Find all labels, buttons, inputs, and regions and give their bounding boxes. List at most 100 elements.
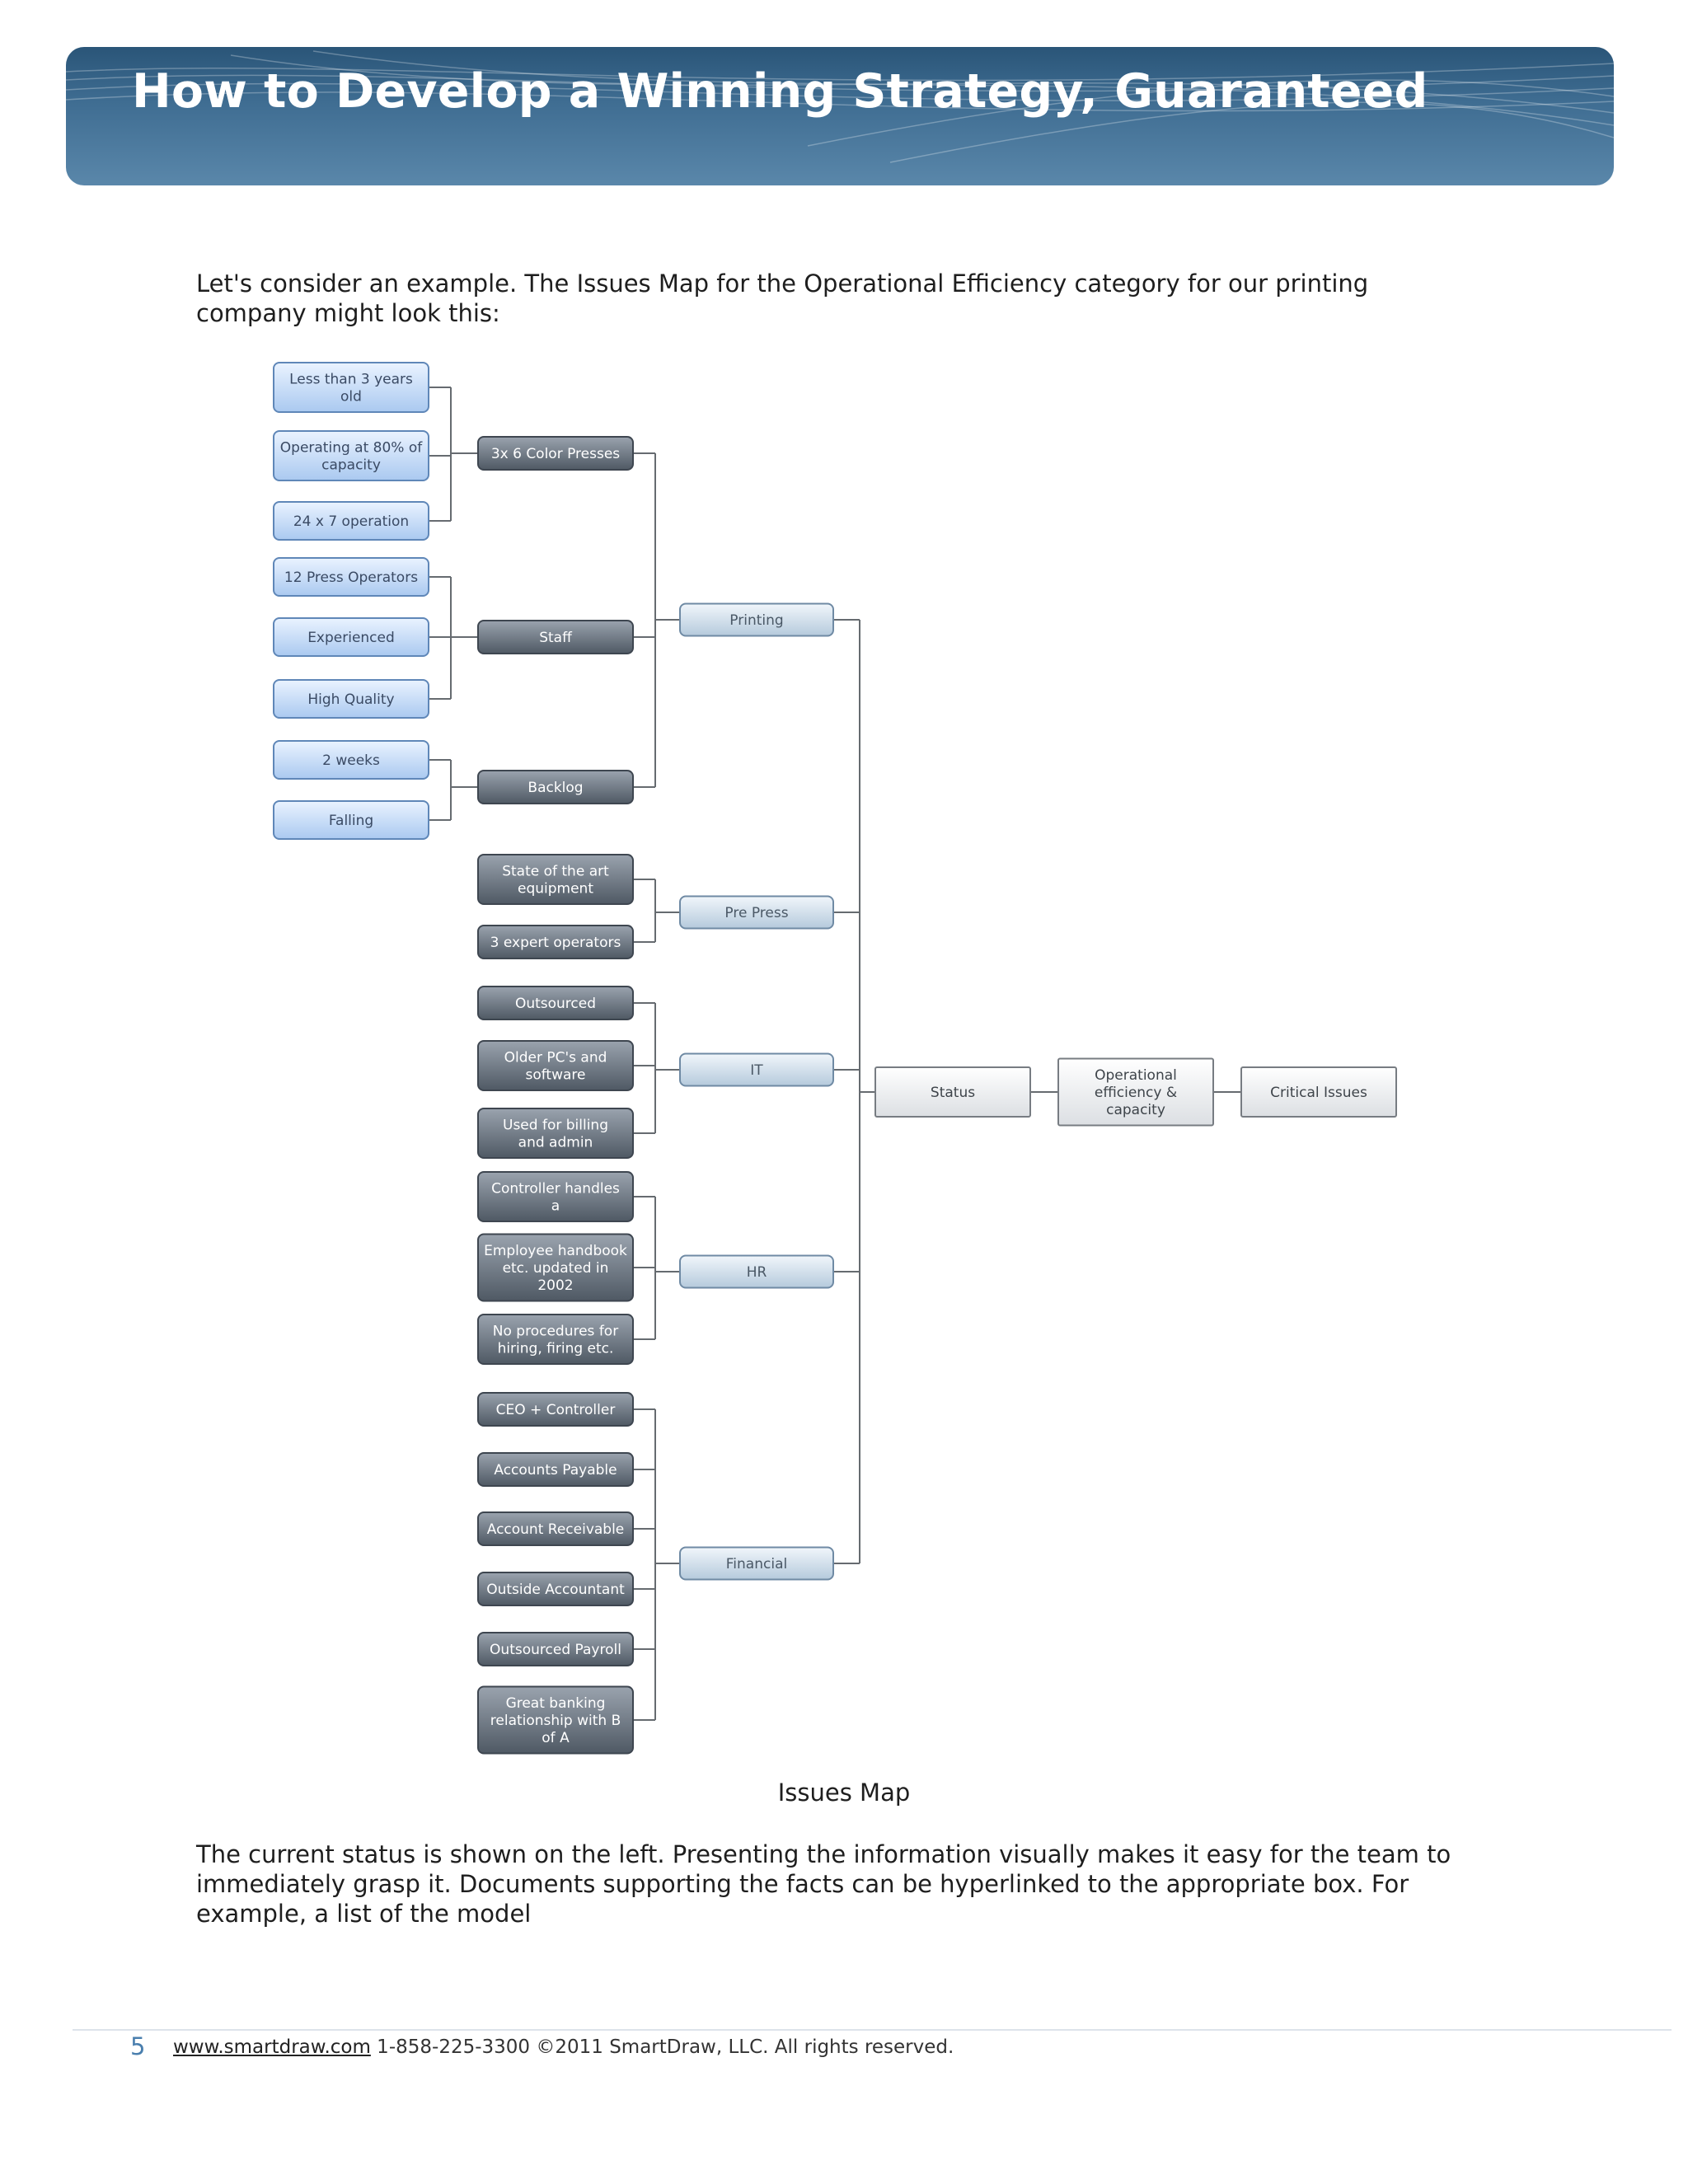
connector-status: [833, 619, 875, 1564]
item-outside-accountant-label: Outside Accountant: [486, 1582, 625, 1598]
area-hr: HR: [679, 1254, 834, 1289]
footer-copyright: 1-858-225-3300 ©2011 SmartDraw, LLC. All…: [370, 2036, 954, 2058]
subtopic-staff: Staff: [477, 620, 634, 654]
connector-backlog: [429, 759, 478, 821]
item-great-banking-relationship-with-b-of-a-box: [477, 1685, 634, 1755]
detail-2-weeks-label: 2 weeks: [322, 752, 380, 769]
area-hr-box: [679, 1254, 834, 1289]
detail-less-than-3-years-old-box: [273, 362, 429, 413]
detail-experienced: Experienced: [273, 617, 429, 657]
item-ceo-controller: CEO + Controller: [477, 1392, 634, 1427]
item-accounts-payable-label: Accounts Payable: [494, 1462, 617, 1479]
item-3-expert-operators-label: 3 expert operators: [490, 935, 621, 951]
area-it-label: IT: [750, 1062, 763, 1079]
subtopic-3x-6-color-presses-box: [477, 436, 634, 471]
item-3-expert-operators: 3 expert operators: [477, 925, 634, 959]
item-older-pc-s-and-software-box: [477, 1040, 634, 1091]
detail-falling: Falling: [273, 800, 429, 840]
connector-financial: [633, 1408, 680, 1721]
item-used-for-billing-and-admin-box: [477, 1108, 634, 1159]
detail-falling-box: [273, 800, 429, 840]
area-printing-label: Printing: [729, 612, 783, 629]
item-outsourced-payroll: Outsourced Payroll: [477, 1632, 634, 1666]
item-no-procedures-for-hiring-firing-etc-box: [477, 1314, 634, 1365]
detail-experienced-label: Experienced: [307, 630, 395, 646]
item-account-receivable: Account Receivable: [477, 1511, 634, 1546]
area-pre-press-label: Pre Press: [724, 905, 788, 921]
detail-24-x-7-operation-label: 24 x 7 operation: [293, 513, 409, 530]
footer-divider: [73, 2029, 1672, 2031]
item-outsourced-box: [477, 986, 634, 1020]
critical-issues-node-box: [1240, 1066, 1397, 1118]
subtopic-3x-6-color-presses: 3x 6 Color Presses: [477, 436, 634, 471]
detail-2-weeks: 2 weeks: [273, 740, 429, 780]
area-printing: Printing: [679, 602, 834, 637]
subtopic-backlog: Backlog: [477, 770, 634, 804]
subtopic-staff-box: [477, 620, 634, 654]
item-controller-handles-a-box: [477, 1171, 634, 1222]
detail-falling-label: Falling: [329, 813, 373, 829]
subtopic-3x-6-color-presses-label: 3x 6 Color Presses: [491, 446, 620, 462]
item-accounts-payable-box: [477, 1452, 634, 1487]
header-banner: [66, 47, 1614, 185]
item-outside-accountant-box: [477, 1572, 634, 1606]
detail-high-quality: High Quality: [273, 679, 429, 719]
item-employee-handbook-etc-updated-in-2002-box: [477, 1233, 634, 1302]
detail-24-x-7-operation: 24 x 7 operation: [273, 501, 429, 541]
detail-12-press-operators-box: [273, 557, 429, 597]
status-node-box: [874, 1066, 1031, 1118]
item-outsourced-payroll-label: Outsourced Payroll: [490, 1642, 621, 1658]
subtopic-backlog-box: [477, 770, 634, 804]
subtopic-staff-label: Staff: [539, 630, 573, 646]
area-hr-label: HR: [747, 1264, 767, 1281]
item-outsourced: Outsourced: [477, 986, 634, 1020]
item-outside-accountant: Outside Accountant: [477, 1572, 634, 1606]
detail-operating-at-80-of-capacity-box: [273, 430, 429, 481]
detail-high-quality-label: High Quality: [307, 691, 394, 708]
status-node: Status: [874, 1066, 1031, 1118]
page-title: How to Develop a Winning Strategy, Guara…: [132, 64, 1428, 119]
footer-text: www.smartdraw.com 1-858-225-3300 ©2011 S…: [173, 2036, 954, 2058]
website-link[interactable]: www.smartdraw.com: [173, 2036, 371, 2058]
area-pre-press: Pre Press: [679, 895, 834, 930]
category-node-box: [1057, 1057, 1214, 1127]
area-financial-label: Financial: [726, 1556, 787, 1572]
item-outsourced-label: Outsourced: [515, 996, 596, 1012]
area-printing-box: [679, 602, 834, 637]
critical-issues-node-label: Critical Issues: [1270, 1085, 1367, 1101]
detail-12-press-operators: 12 Press Operators: [273, 557, 429, 597]
detail-experienced-box: [273, 617, 429, 657]
connector-hr: [633, 1196, 680, 1340]
area-financial-box: [679, 1546, 834, 1581]
item-accounts-payable: Accounts Payable: [477, 1452, 634, 1487]
item-outsourced-payroll-box: [477, 1632, 634, 1666]
detail-24-x-7-operation-box: [273, 501, 429, 541]
subtopic-backlog-label: Backlog: [528, 780, 583, 796]
connector-staff: [429, 576, 478, 700]
status-node-label: Status: [931, 1085, 975, 1101]
connector-it: [633, 1002, 680, 1134]
page-number: 5: [130, 2032, 146, 2060]
connector-3x-6-color-presses: [429, 387, 478, 522]
wave-decoration: [66, 50, 1614, 163]
connector-printing: [633, 452, 680, 788]
